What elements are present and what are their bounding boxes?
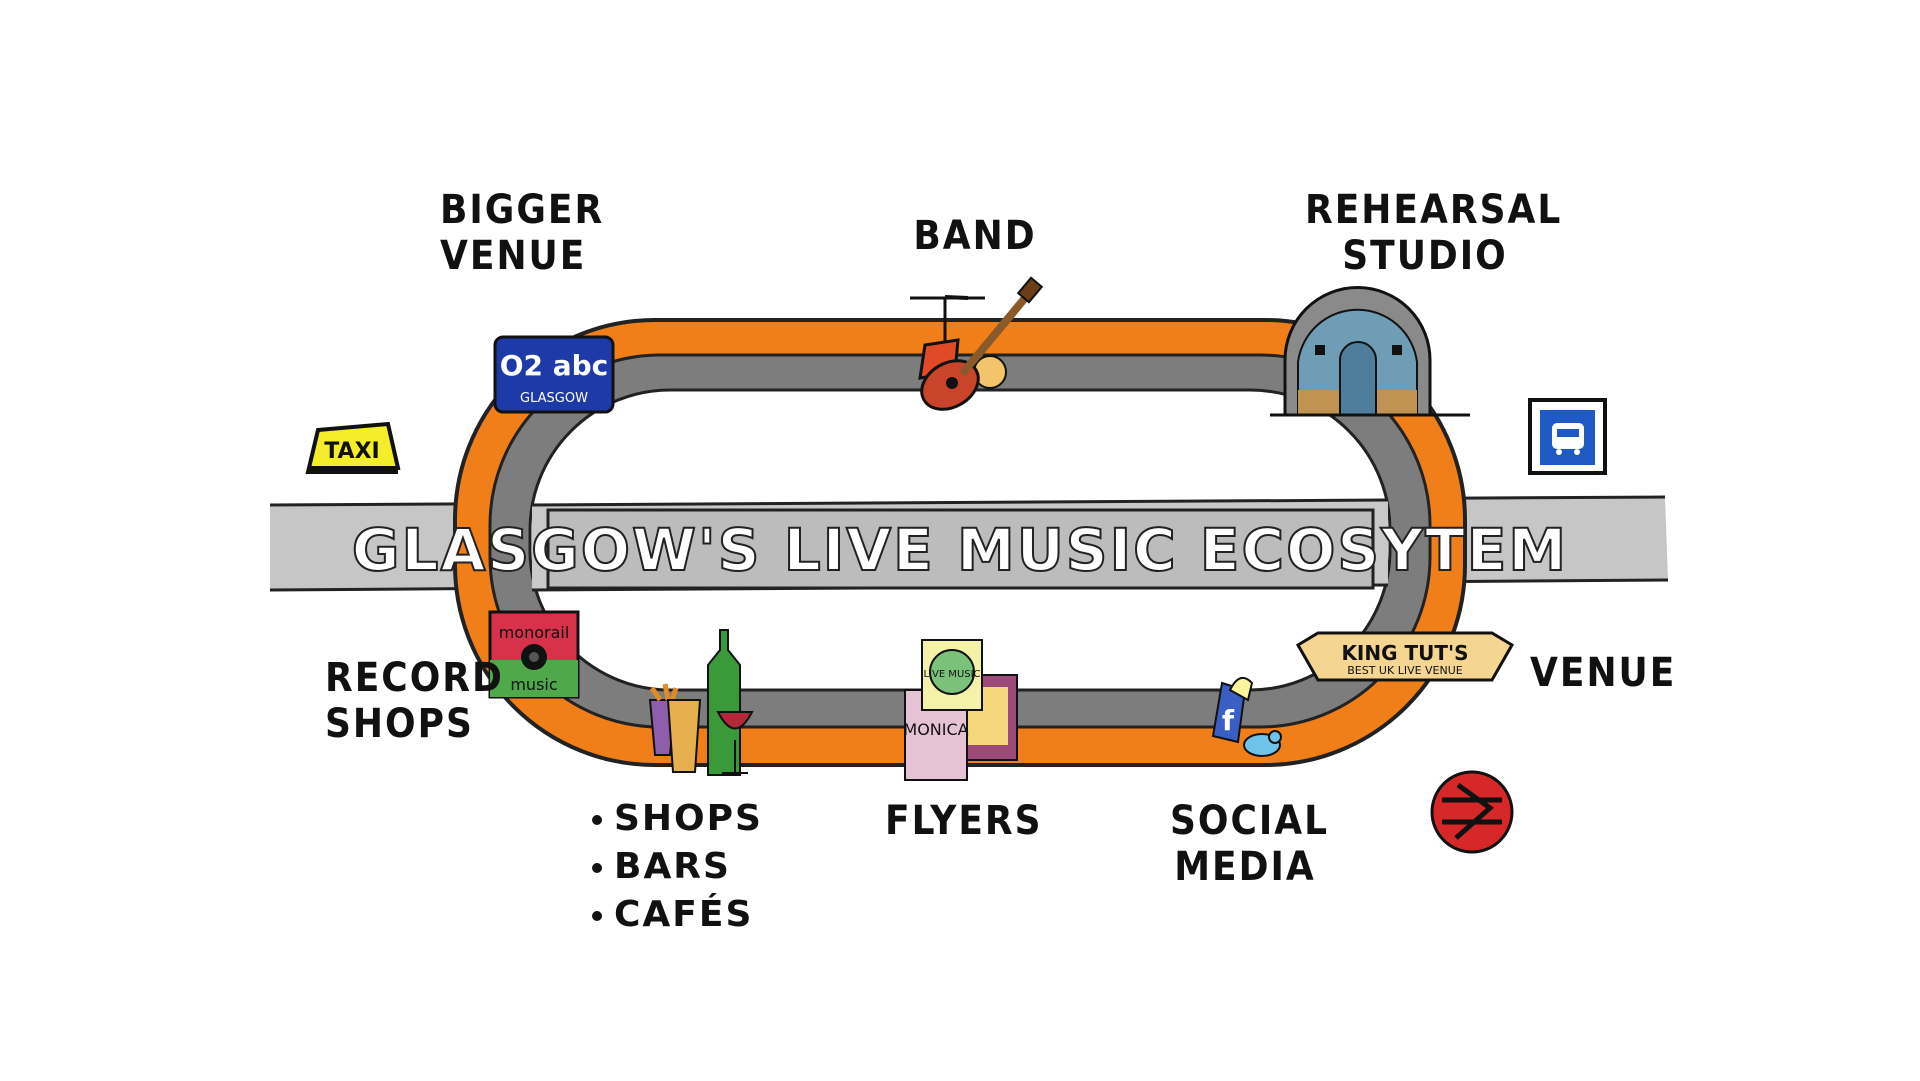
- svg-text:TAXI: TAXI: [324, 439, 379, 464]
- label-flyers: FLYERS: [885, 798, 1043, 844]
- label-band: BAND: [913, 213, 1037, 259]
- svg-text:music: music: [510, 675, 557, 694]
- drinks-icon: [648, 629, 754, 776]
- svg-text:KING TUT'S: KING TUT'S: [1341, 641, 1468, 665]
- svg-text:O2 abc: O2 abc: [500, 349, 609, 382]
- svg-text:GLASGOW: GLASGOW: [520, 391, 588, 406]
- label-shops-bars-cafes: SHOPS BARS CAFÉS: [592, 795, 792, 939]
- title-banner: [546, 508, 1375, 590]
- svg-text:LIVE MUSIC: LIVE MUSIC: [923, 669, 980, 680]
- taxi-icon: TAXI: [305, 421, 401, 475]
- bullet-bars: BARS: [592, 843, 792, 891]
- guitar-icon: [910, 276, 1044, 411]
- o2-abc-logo-icon: O2 abc GLASGOW: [493, 335, 615, 414]
- bullet-cafes: CAFÉS: [592, 891, 792, 939]
- title-text: GLASGOW'S LIVE MUSIC ECOSYTEM: [352, 516, 1568, 584]
- svg-text:f: f: [1222, 704, 1235, 737]
- svg-text:BEST UK LIVE VENUE: BEST UK LIVE VENUE: [1347, 664, 1463, 677]
- king-tuts-sign-icon: KING TUT'S BEST UK LIVE VENUE: [1295, 631, 1515, 682]
- national-rail-icon: [1430, 770, 1514, 854]
- label-social-media: SOCIAL MEDIA: [1170, 798, 1330, 890]
- bus-stop-icon: [1528, 398, 1607, 475]
- rehearsal-studio-icon: [1270, 286, 1470, 417]
- bullet-shops: SHOPS: [592, 795, 792, 843]
- label-bigger-venue: BIGGER VENUE: [440, 187, 605, 279]
- svg-text:MONICA: MONICA: [903, 720, 968, 739]
- infield-road-top: [531, 498, 1389, 507]
- label-rehearsal-studio: REHEARSAL STUDIO: [1305, 187, 1563, 279]
- label-record-shops: RECORD SHOPS: [325, 655, 504, 747]
- social-media-icon: f: [1211, 676, 1282, 757]
- monorail-record-shop-icon: monorail music: [488, 610, 580, 699]
- flyers-icon: MONICA LIVE MUSIC: [903, 639, 1018, 781]
- label-venue: VENUE: [1530, 650, 1677, 696]
- svg-text:monorail: monorail: [499, 623, 570, 642]
